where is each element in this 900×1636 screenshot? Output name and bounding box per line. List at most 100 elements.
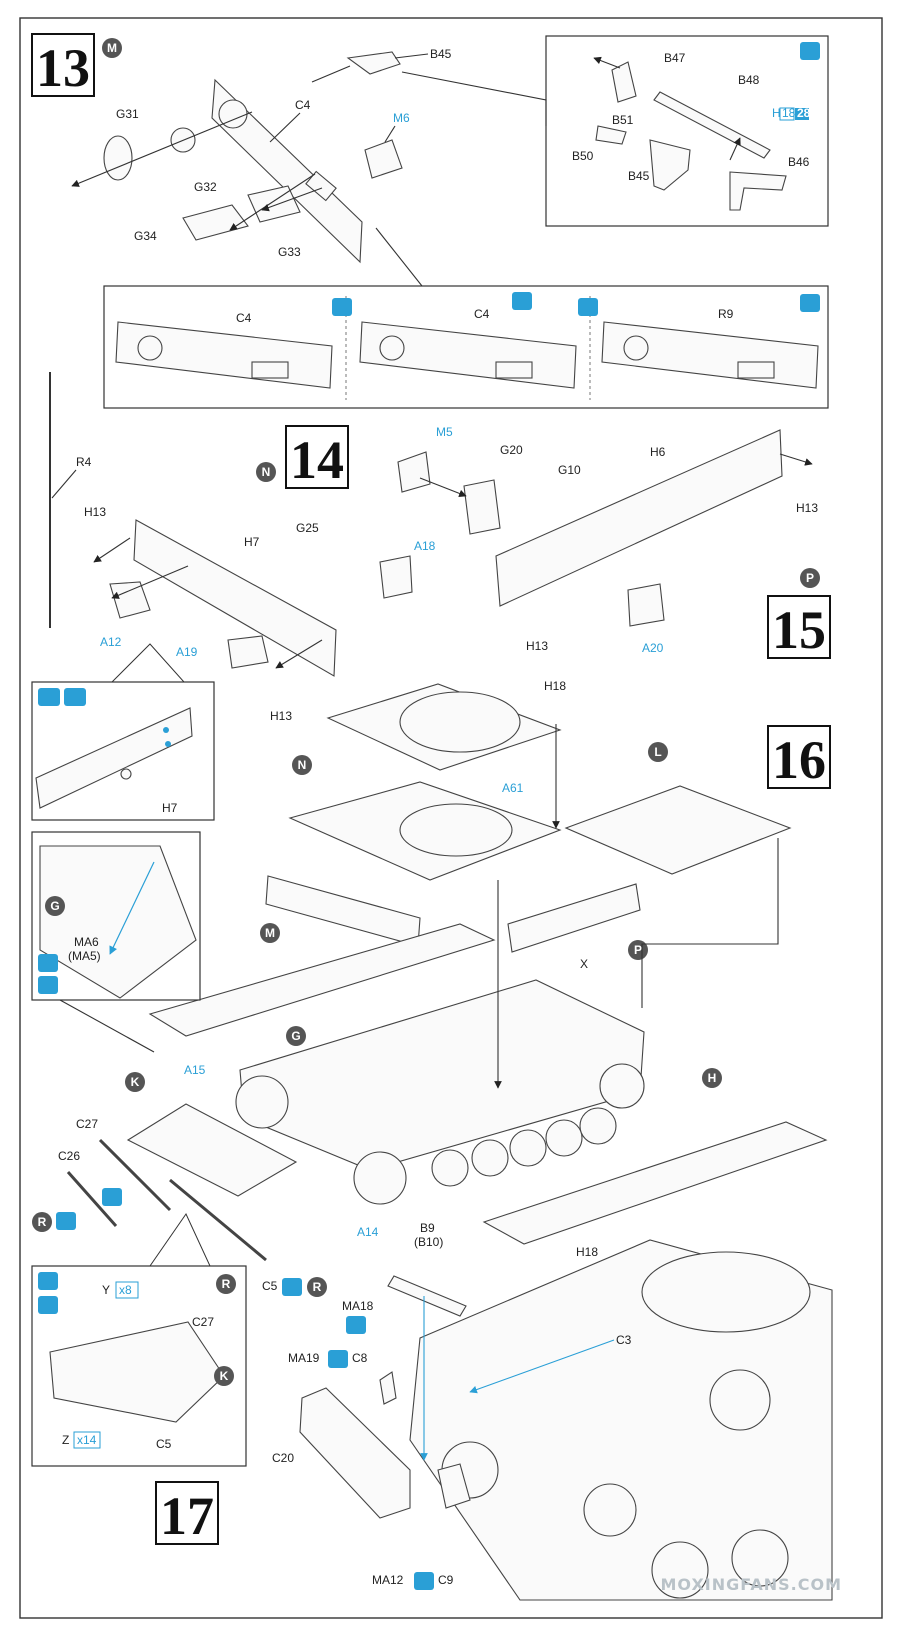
marker-m2-icon	[260, 923, 280, 943]
label-h7: H7	[244, 535, 260, 549]
part-c27	[98, 1138, 172, 1212]
label-g33: G33	[278, 245, 301, 259]
plate-h6	[495, 429, 783, 607]
step-17-number: 17	[160, 1486, 214, 1546]
step-17: 17 C27 C26 R C5 R R Y x8 C27 K C5 Z x14	[31, 1117, 833, 1601]
part-c20	[299, 1387, 411, 1519]
label-a61: A61	[502, 781, 524, 795]
marker-r-icon	[32, 1212, 52, 1232]
step-16: 16 H18 A61 L N M P X	[31, 679, 831, 1249]
marker-n-label: N	[262, 465, 271, 479]
color-tag-18: 18	[782, 106, 796, 120]
step-13: 13 M B45 C4 M6 G31 G32 G34 G33	[31, 33, 829, 409]
marker-k-icon	[125, 1072, 145, 1092]
label-h18: H18	[544, 679, 566, 693]
option-icon	[328, 1350, 348, 1368]
label-g25: G25	[296, 521, 319, 535]
paint-icon	[800, 42, 820, 60]
step-15: 15 P H6 M5 G20 G10 H13 H13 A20	[397, 425, 831, 660]
marker-g2-icon	[45, 896, 65, 916]
label-a14: A14	[357, 1225, 379, 1239]
marker-m-icon	[102, 38, 122, 58]
paint-icon	[38, 976, 58, 994]
marker-l-label: L	[654, 745, 661, 759]
color-tag-28: 28	[797, 106, 811, 120]
label-ma19: MA19	[288, 1351, 320, 1365]
label-h6: H6	[650, 445, 666, 459]
marker-k2-icon	[214, 1366, 234, 1386]
front-plate-m	[265, 875, 421, 947]
label-ma12: MA12	[372, 1573, 404, 1587]
plate-h7	[133, 519, 337, 677]
option-icon	[414, 1572, 434, 1590]
step-16-number: 16	[772, 730, 826, 790]
label-r4: R4	[76, 455, 92, 469]
marker-l-icon	[648, 742, 668, 762]
label-c27: C27	[76, 1117, 98, 1131]
option-icon	[56, 1212, 76, 1230]
option-icon	[578, 298, 598, 316]
z-count: x14	[77, 1433, 97, 1447]
label-b51: B51	[612, 113, 634, 127]
label-g10: G10	[558, 463, 581, 477]
marker-m-label: M	[107, 41, 117, 55]
variant-label-2: C4	[474, 307, 490, 321]
label-b50: B50	[572, 149, 594, 163]
label-b46: B46	[788, 155, 810, 169]
color-tag-h: H	[772, 106, 781, 120]
marker-h-icon	[702, 1068, 722, 1088]
mg-b46-body	[729, 171, 787, 211]
label-a18: A18	[414, 539, 436, 553]
marker-g2-label: G	[50, 899, 59, 913]
label-g20: G20	[500, 443, 523, 457]
label-m6: M6	[393, 111, 410, 125]
part-a12	[109, 581, 151, 619]
marker-k-label: K	[131, 1075, 140, 1089]
label-ma5: (MA5)	[68, 949, 101, 963]
marker-n2-icon	[292, 755, 312, 775]
label-a12: A12	[100, 635, 122, 649]
marker-p-label: P	[806, 571, 814, 585]
part-g34	[182, 204, 249, 241]
option-icon	[282, 1278, 302, 1296]
paint-icon	[38, 1272, 58, 1290]
glue-icon	[346, 1316, 366, 1334]
step-14: 14 N R4 H7 H13 G25 A18 A12 A19 H13 H7	[31, 372, 436, 821]
sprocket-a15	[235, 1075, 289, 1129]
marker-r2-label: R	[313, 1280, 322, 1294]
mg-mount-b45	[346, 51, 401, 75]
step-16-box	[767, 725, 831, 789]
marker-n2-label: N	[298, 758, 307, 772]
mg-b45-mount	[649, 139, 691, 191]
label-b48: B48	[738, 73, 760, 87]
label-h13-b: H13	[270, 709, 292, 723]
mg-b48-barrel	[653, 91, 771, 159]
marker-p2-label: P	[634, 943, 642, 957]
y-count: x8	[119, 1283, 132, 1297]
label-h18-17: H18	[576, 1245, 598, 1259]
part-g20	[463, 479, 501, 535]
arrow-g31	[71, 111, 253, 187]
label-a15: A15	[184, 1063, 206, 1077]
marker-r2-icon	[307, 1277, 327, 1297]
mg-b50	[595, 125, 627, 145]
marker-m2-label: M	[265, 926, 275, 940]
detail-label-h7: H7	[162, 801, 178, 815]
sponson-h	[482, 1121, 828, 1245]
mg-b47	[611, 61, 637, 103]
label-ma6: MA6	[74, 935, 99, 949]
label-b47: B47	[664, 51, 686, 65]
label-c27-inset: C27	[192, 1315, 214, 1329]
option-icon	[102, 1188, 122, 1206]
watermark: MOXINGFANS.COM	[661, 1575, 843, 1594]
step-17-box	[155, 1481, 219, 1545]
marker-r-label: R	[38, 1215, 47, 1229]
step-14-number: 14	[290, 430, 344, 490]
option-icon	[332, 298, 352, 316]
step-13-number: 13	[36, 38, 90, 98]
inset-mg-box	[545, 35, 829, 227]
option-icon	[38, 1296, 58, 1314]
track-links	[49, 1321, 225, 1423]
label-g32: G32	[194, 180, 217, 194]
